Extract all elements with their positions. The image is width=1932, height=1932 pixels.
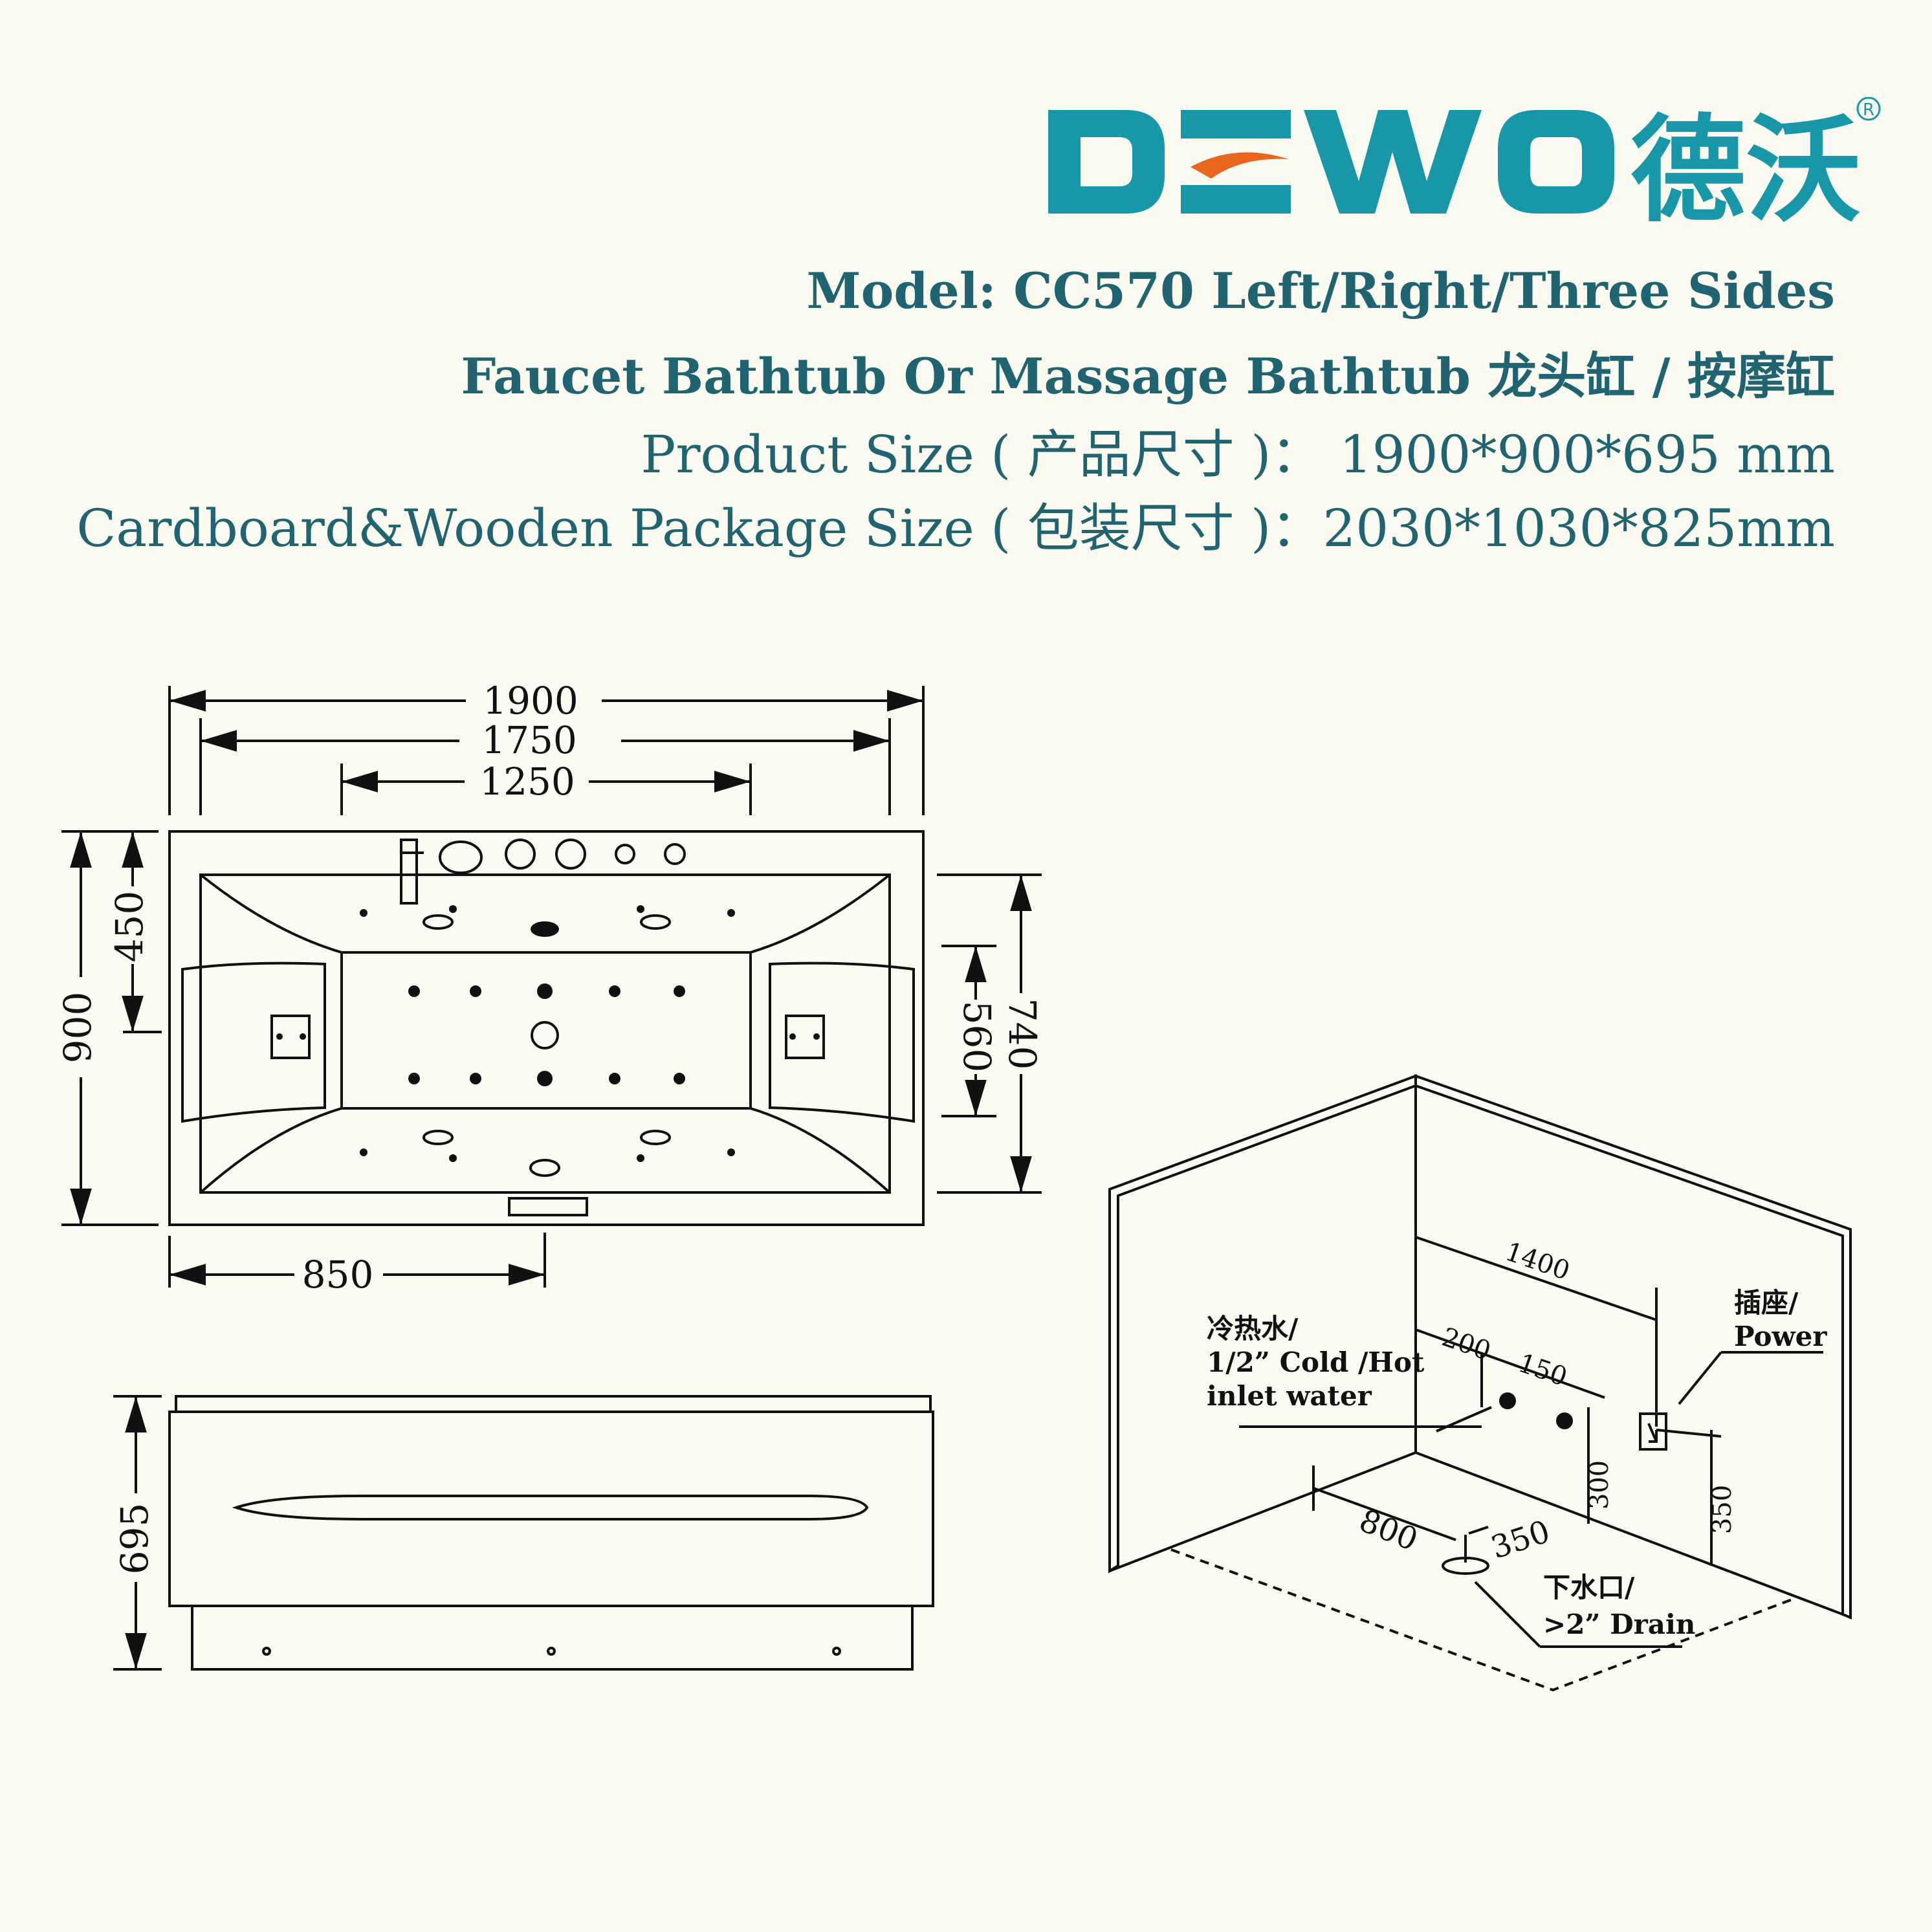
logo-letter-w <box>1304 110 1482 214</box>
front-base <box>191 1605 914 1671</box>
dim-drain-offset: 850 <box>302 1253 374 1297</box>
floor-drain <box>1442 1557 1489 1575</box>
dim-overall-width: 900 <box>56 992 100 1064</box>
front-handle-groove <box>232 1495 869 1520</box>
dim-inlet-spacing: 150 <box>1515 1348 1571 1392</box>
tub-slope-lines <box>199 873 891 1194</box>
handle-right <box>785 1015 825 1059</box>
shower-head <box>439 840 483 874</box>
logo-cn-name: 德沃 <box>1630 104 1861 226</box>
dim-basin-width: 560 <box>955 1001 999 1073</box>
label-power-en: Power <box>1734 1321 1827 1352</box>
dim-height: 695 <box>113 1503 157 1575</box>
front-view <box>113 1395 934 1671</box>
rim-jet <box>423 1130 454 1145</box>
model-line: Model: CC570 Left/Right/Three Sides <box>806 262 1835 320</box>
rim-jet <box>640 1130 671 1145</box>
dim-inner-length: 1750 <box>481 718 577 762</box>
label-water-en-2: inlet water <box>1207 1380 1372 1412</box>
product-type-line: Faucet Bathtub Or Massage Bathtub 龙头缸 / … <box>461 347 1835 405</box>
dim-drain-x: 800 <box>1354 1502 1423 1558</box>
front-rim <box>175 1395 932 1413</box>
headrest-pillow-jet <box>531 921 559 937</box>
label-drain-en: >2” Drain <box>1543 1608 1695 1640</box>
drain <box>531 1021 559 1049</box>
deck-button-2 <box>555 839 586 870</box>
logo-letter-o <box>1498 110 1614 214</box>
label-water-en-1: 1/2” Cold /Hot <box>1207 1346 1425 1378</box>
label-water-cn: 冷热水/ <box>1207 1313 1299 1345</box>
logo-letter-d <box>1048 110 1165 214</box>
dim-half-width: 450 <box>107 891 151 963</box>
registered-mark: R <box>1863 100 1874 120</box>
logo-letter-e-top <box>1181 110 1291 138</box>
installation-view <box>1108 1074 1852 1692</box>
label-drain-cn: 下水口/ <box>1543 1572 1635 1603</box>
rim-jet <box>640 914 671 930</box>
logo-letter-e-bottom <box>1181 185 1291 214</box>
handle-left <box>270 1015 311 1059</box>
logo-letter-e-flame <box>1191 152 1289 179</box>
brand-logo: 德沃 R <box>1048 97 1881 226</box>
dim-drain-y: 350 <box>1487 1513 1554 1566</box>
dim-inlet-height: 300 <box>1585 1460 1614 1509</box>
package-size-line: Cardboard&Wooden Package Size ( 包装尺寸 )：2… <box>76 498 1835 558</box>
rim-jet <box>423 914 454 930</box>
top-view-dimensions <box>61 686 1042 1288</box>
headrest-left <box>181 961 326 1123</box>
registered-mark-circle <box>1856 97 1881 121</box>
deck-button-1 <box>505 839 536 870</box>
control-panel <box>508 1197 588 1216</box>
base-foot <box>262 1647 271 1656</box>
dim-inner-width: 740 <box>1000 998 1044 1070</box>
inlet-hot <box>1556 1412 1573 1429</box>
label-power-cn: 插座/ <box>1734 1287 1799 1319</box>
dim-overall-length: 1900 <box>483 679 578 723</box>
base-foot <box>832 1647 841 1656</box>
deck-button-4 <box>664 843 686 865</box>
tub-outline-top <box>168 830 925 1226</box>
inlet-cold <box>1499 1392 1516 1409</box>
jet-dots <box>276 905 820 1162</box>
dim-power-height: 350 <box>1707 1485 1737 1534</box>
headrest-right <box>769 961 915 1123</box>
front-apron <box>168 1411 934 1607</box>
floor-outline <box>1170 1548 1796 1692</box>
dim-basin-length: 1250 <box>479 760 575 804</box>
faucet <box>400 839 418 905</box>
product-size-line: Product Size ( 产品尺寸 )： 1900*900*695 mm <box>641 424 1835 485</box>
deck-button-3 <box>615 844 635 864</box>
top-view <box>168 830 925 1226</box>
overflow <box>529 1159 560 1177</box>
dim-inlet-offset: 200 <box>1438 1323 1495 1367</box>
base-foot <box>547 1647 556 1656</box>
